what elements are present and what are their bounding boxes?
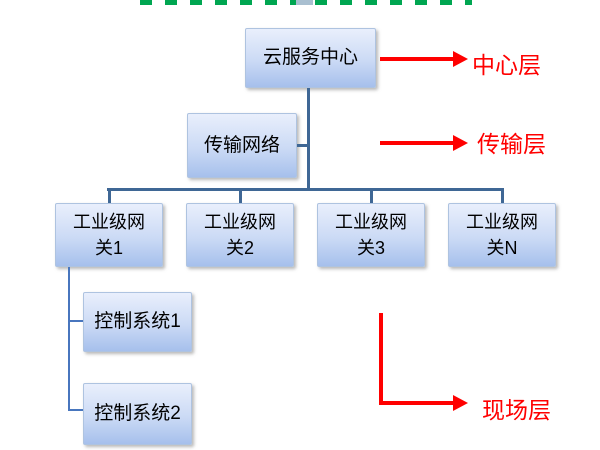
connector-stub-control-2: [70, 409, 83, 411]
connector-drop-gateway-2: [239, 191, 242, 203]
node-industrial-gateway-n: 工业级网关N: [448, 203, 556, 267]
node-control-system-2-label: 控制系统2: [94, 403, 181, 425]
transmission-layer-arrow-head-icon: [453, 135, 468, 151]
connector-cloud-to-bus: [307, 88, 310, 191]
clipped-title-fragment-accent: [296, 0, 313, 5]
center-layer-label: 中心层: [472, 52, 541, 78]
connector-drop-gateway-3: [370, 191, 373, 203]
field-layer-arrow-line: [379, 401, 453, 405]
node-cloud-service-center-label: 云服务中心: [262, 47, 358, 69]
node-transmission-network: 传输网络: [187, 113, 297, 178]
connector-network-stub: [297, 144, 307, 147]
connector-stub-control-1: [70, 320, 83, 322]
transmission-layer-label: 传输层: [477, 131, 546, 157]
center-layer-arrow-head-icon: [453, 51, 468, 67]
node-industrial-gateway-n-label: 工业级网关N: [466, 212, 538, 258]
field-layer-label: 现场层: [482, 397, 551, 423]
node-industrial-gateway-1-label: 工业级网关1: [73, 212, 145, 258]
connector-drop-gateway-n: [501, 191, 504, 203]
node-cloud-service-center: 云服务中心: [245, 28, 376, 88]
node-control-system-2: 控制系统2: [83, 383, 192, 445]
field-layer-arrow-head-icon: [453, 395, 468, 411]
connector-drop-gateway-1: [108, 191, 111, 203]
connector-gateway1-branch: [68, 267, 70, 411]
node-transmission-network-label: 传输网络: [203, 134, 280, 156]
node-industrial-gateway-1: 工业级网关1: [55, 203, 163, 267]
node-industrial-gateway-3: 工业级网关3: [317, 203, 425, 267]
node-control-system-1-label: 控制系统1: [94, 311, 181, 333]
center-layer-arrow-line: [380, 57, 453, 61]
node-control-system-1: 控制系统1: [83, 292, 192, 352]
transmission-layer-arrow-line: [380, 141, 453, 145]
connector-horizontal-bus: [107, 188, 504, 191]
node-industrial-gateway-2: 工业级网关2: [186, 203, 294, 267]
node-industrial-gateway-2-label: 工业级网关2: [204, 212, 276, 258]
field-layer-arrow-vertical: [379, 313, 383, 403]
node-industrial-gateway-3-label: 工业级网关3: [335, 212, 407, 258]
